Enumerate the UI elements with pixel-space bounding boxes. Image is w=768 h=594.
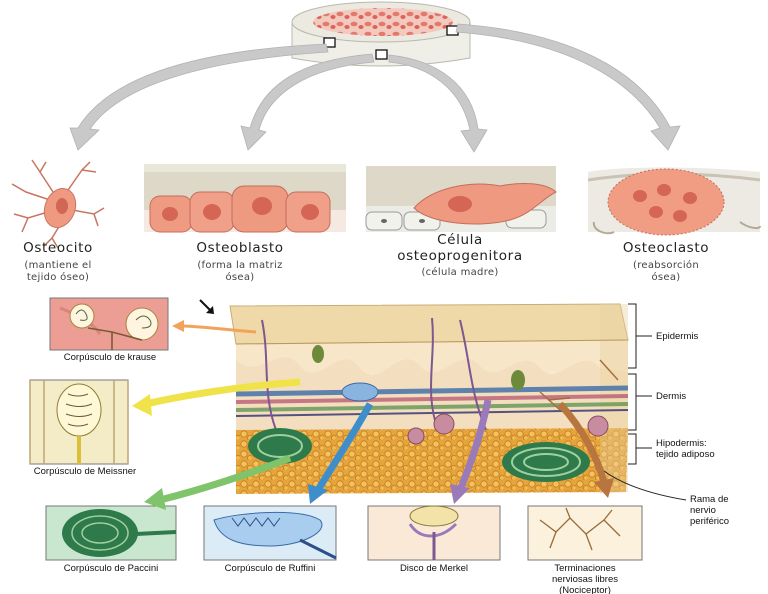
osteocito-desc: (mantiene el tejido óseo) — [24, 260, 92, 283]
paccini-label: Corpúsculo de Paccini — [63, 563, 159, 574]
osteoclasto-label: Osteoclasto — [622, 240, 710, 256]
osteoblasto-label: Osteoblasto — [196, 240, 284, 256]
free-endings-inset — [527, 505, 643, 561]
free-endings-label: Terminaciones nerviosas libres (Nocicept… — [552, 563, 618, 594]
gray-arrows — [69, 23, 681, 153]
osteocito-illustration — [11, 159, 105, 249]
osteoclasto-desc: (reabsorción ósea) — [633, 260, 699, 283]
bone-cylinder — [291, 1, 471, 67]
sample-box-1 — [323, 37, 336, 48]
hipodermis-label: Hipodermis: tejido adiposo — [656, 438, 715, 460]
osteoblasto-illustration — [144, 164, 346, 233]
osteoclasto-illustration — [587, 167, 761, 236]
skin-block — [229, 303, 629, 494]
receptor-arrows — [132, 320, 614, 510]
osteoprogenitora-desc: (célula madre) — [421, 267, 499, 278]
meissner-inset — [29, 379, 129, 465]
paccini-inset — [45, 505, 177, 561]
osteocito-label: Osteocito — [23, 240, 93, 256]
sample-box-3 — [375, 49, 388, 60]
ruffini-label: Corpúsculo de Ruffini — [224, 563, 316, 574]
osteoprogenitora-illustration — [365, 166, 557, 232]
merkel-inset — [367, 505, 501, 561]
ruffini-inset — [203, 505, 337, 561]
osteocito-nucleus — [56, 198, 68, 214]
meissner-label: Corpúsculo de Meissner — [33, 466, 137, 477]
layer-brackets — [599, 303, 687, 501]
osteoblasto-desc: (forma la matriz ósea) — [197, 260, 283, 283]
nerve-branch-label: Rama de nervio periférico — [690, 494, 730, 527]
epidermis-label: Epidermis — [656, 331, 699, 342]
dermis-label: Dermis — [656, 391, 687, 402]
krause-inset — [49, 297, 169, 351]
osteoprogenitora-label: Célula osteoprogenitora — [397, 232, 523, 264]
krause-label: Corpúsculo de krause — [63, 352, 157, 363]
merkel-label: Disco de Merkel — [399, 563, 469, 574]
